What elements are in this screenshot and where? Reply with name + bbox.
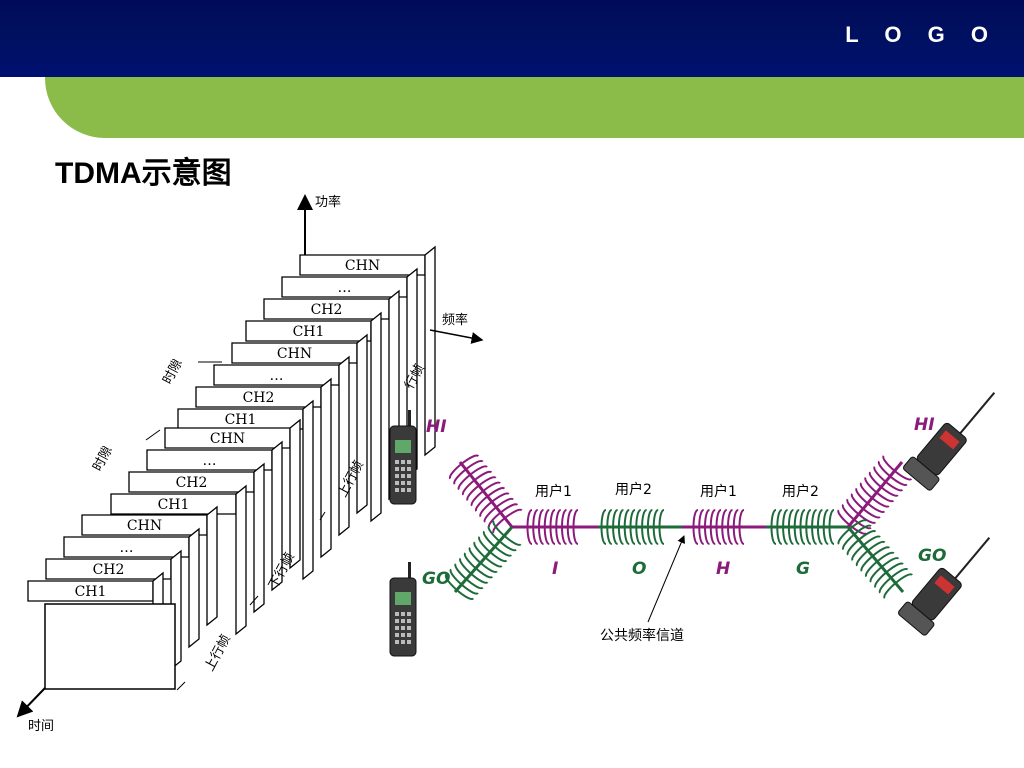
- letter-label: G: [796, 559, 810, 579]
- channel-label: CH1: [75, 584, 107, 600]
- channel-label: CH1: [158, 497, 190, 513]
- user-label: 用户2: [615, 481, 652, 498]
- front-slot-face: [44, 603, 176, 690]
- left-go-coil: [445, 519, 522, 600]
- channel-label: CH1: [225, 412, 257, 428]
- flip-phone-icon: [903, 392, 996, 491]
- time-slot-side: [206, 505, 218, 627]
- frame-tick: [249, 595, 259, 606]
- shared-channel-diagram: [445, 454, 914, 600]
- time-slot-side: [338, 355, 350, 537]
- frequency-axis: [429, 329, 484, 344]
- channel-label: 公共频率信道: [600, 627, 684, 644]
- channel-label: CH2: [176, 475, 208, 491]
- time-slot-side: [253, 462, 265, 614]
- signal-coil: [600, 509, 665, 545]
- partial-frame-label: 行帧: [402, 362, 427, 392]
- slot-label-top: 时隙: [160, 357, 185, 387]
- time-slot-side: [320, 377, 332, 559]
- user-label: 用户2: [782, 483, 819, 500]
- channel-label: CHN: [345, 258, 380, 274]
- channel-label: CH1: [293, 324, 325, 340]
- power-axis-label: 功率: [315, 194, 341, 210]
- channel-label: CH2: [311, 302, 343, 318]
- channel-label: …: [203, 453, 217, 469]
- user-label: 用户1: [535, 483, 572, 500]
- frame-tick: [319, 511, 326, 521]
- left-hi-tag: HI: [426, 417, 447, 437]
- time-slot-side: [188, 527, 200, 649]
- time-slot-side: [271, 440, 283, 592]
- channel-label: CHN: [127, 518, 162, 534]
- time-slot-side: [235, 484, 247, 636]
- slide-title: TDMA示意图: [55, 157, 232, 190]
- signal-coil: [526, 509, 579, 545]
- downlink-frame-label: 下行帧: [266, 550, 298, 591]
- channel-label: …: [120, 540, 134, 556]
- channel-label: CH2: [93, 562, 125, 578]
- letter-label: H: [716, 559, 730, 579]
- flip-phone-icon: [898, 537, 991, 636]
- letter-label: I: [552, 559, 558, 579]
- right-go-tag: GO: [918, 546, 946, 566]
- phone-icon: [389, 410, 417, 505]
- channel-label: CHN: [210, 431, 245, 447]
- time-slot-side: [302, 399, 314, 581]
- signal-coil: [692, 509, 745, 545]
- time-axis-label: 时间: [28, 719, 54, 734]
- left-hi-coil: [449, 454, 523, 534]
- left-go-tag: GO: [422, 569, 450, 589]
- top-banner: L O G O: [0, 0, 1024, 77]
- letter-label: O: [632, 559, 646, 579]
- time-slot-side: [356, 333, 368, 515]
- time-slot-side: [370, 311, 382, 523]
- right-hi-tag: HI: [914, 415, 935, 435]
- channel-label: CHN: [277, 346, 312, 362]
- frame-tick: [176, 681, 186, 691]
- accent-bar: [45, 77, 1024, 138]
- uplink-frame-label-2: 上行帧: [202, 632, 234, 673]
- time-slot-side: [424, 245, 436, 457]
- channel-label: …: [338, 280, 352, 296]
- channel-label: CH2: [243, 390, 275, 406]
- right-go-coil: [837, 519, 914, 600]
- phone-icon: [389, 562, 417, 657]
- frequency-axis-label: 频率: [442, 312, 468, 328]
- channel-label: …: [270, 368, 284, 384]
- logo: L O G O: [845, 22, 998, 47]
- right-hi-coil: [837, 454, 913, 535]
- slot-label-bottom: 时隙: [90, 444, 115, 474]
- time-axis: [16, 687, 46, 718]
- user-label: 用户1: [700, 483, 737, 500]
- signal-coil: [770, 509, 835, 545]
- time-slot-side: [289, 418, 301, 570]
- channel-pointer: [647, 535, 685, 623]
- slot-tick: [145, 429, 161, 441]
